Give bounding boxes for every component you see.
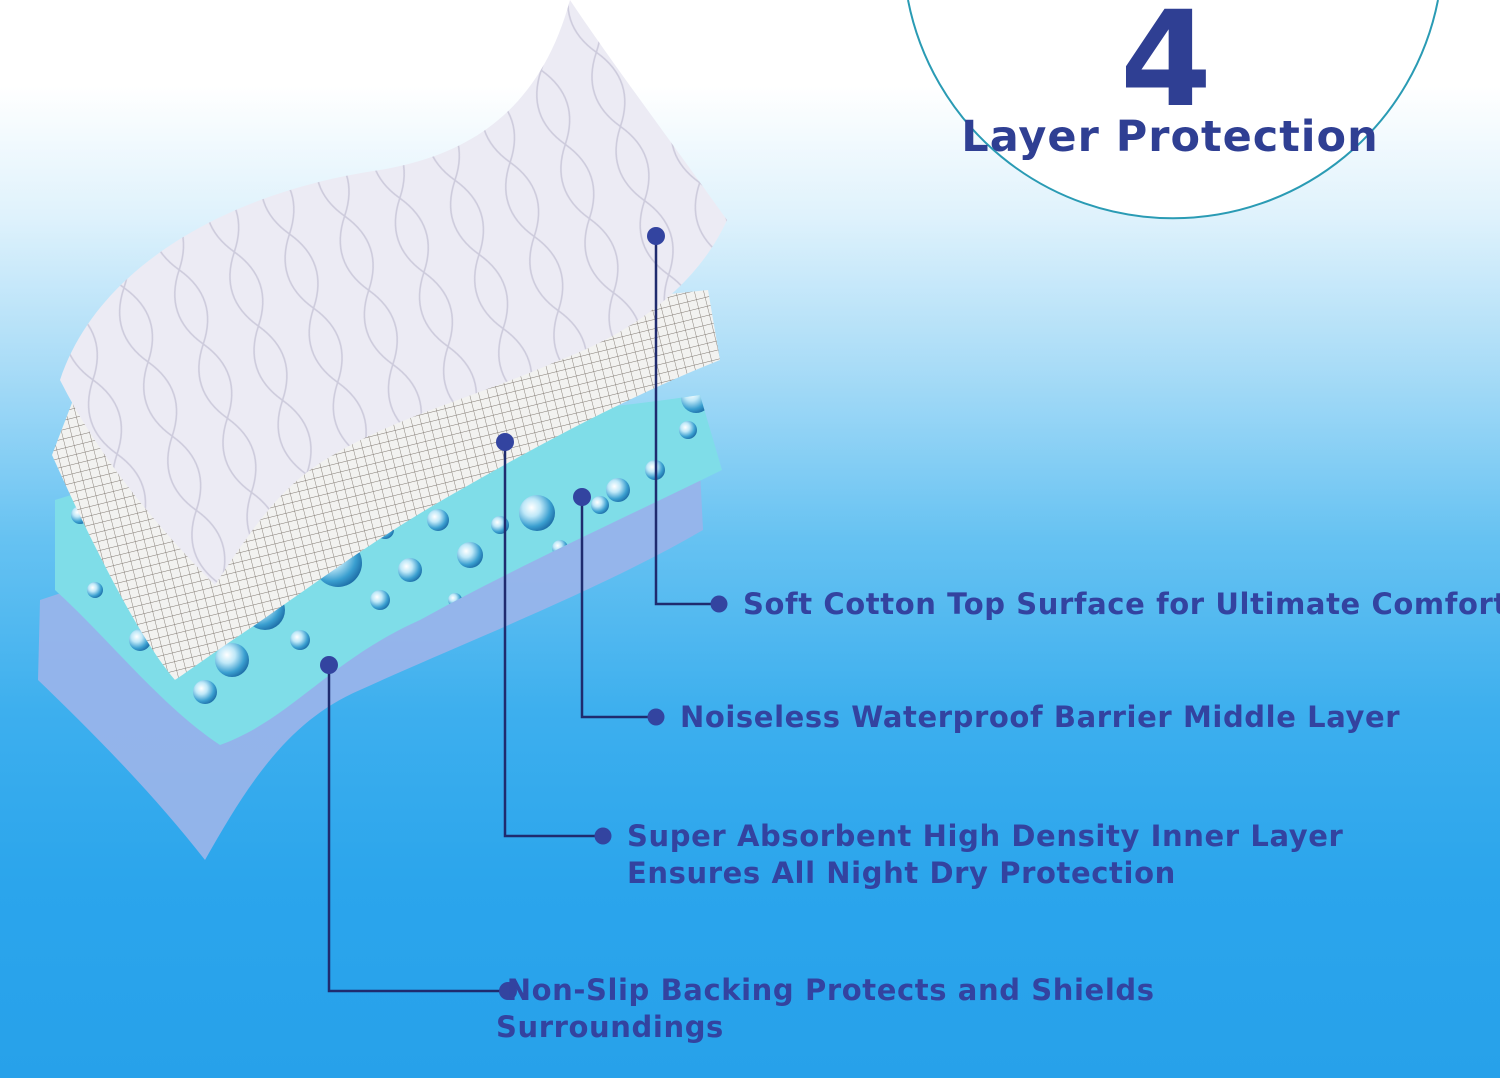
marker-dot-waterproof-start (573, 488, 591, 506)
label-absorbent-line2: Ensures All Night Dry Protection (627, 856, 1176, 890)
label-top-layer: Soft Cotton Top Surface for Ultimate Com… (743, 586, 1500, 623)
badge-ring (907, 0, 1439, 220)
marker-dot-waterproof-end (647, 708, 665, 726)
leader-line-backing (327, 665, 508, 993)
leader-line-waterproof (580, 497, 656, 719)
marker-dot-backing-end (499, 982, 517, 1000)
marker-dot-absorbent-end (594, 827, 612, 845)
label-waterproof-layer: Noiseless Waterproof Barrier Middle Laye… (680, 699, 1400, 736)
marker-dot-backing-start (320, 656, 338, 674)
label-backing-line1: Non-Slip Backing Protects and Shields (496, 973, 1155, 1007)
layer-count: 4 (1120, 0, 1212, 137)
marker-dot-top-end (710, 595, 728, 613)
label-waterproof-line1: Noiseless Waterproof Barrier Middle Laye… (680, 700, 1401, 734)
label-absorbent-line1: Super Absorbent High Density Inner Layer (627, 819, 1344, 853)
label-backing-line2: Surroundings (496, 1010, 724, 1044)
leader-line-top (654, 236, 719, 606)
marker-dot-top-start (647, 227, 665, 245)
label-top-line1: Soft Cotton Top Surface for Ultimate Com… (743, 587, 1500, 621)
marker-dot-absorbent-start (496, 433, 514, 451)
label-backing-layer: Non-Slip Backing Protects and Shields Su… (496, 972, 1155, 1046)
label-absorbent-layer: Super Absorbent High Density Inner Layer… (627, 818, 1343, 892)
leader-line-absorbent (503, 442, 603, 838)
badge-title: Layer Protection (961, 112, 1379, 162)
